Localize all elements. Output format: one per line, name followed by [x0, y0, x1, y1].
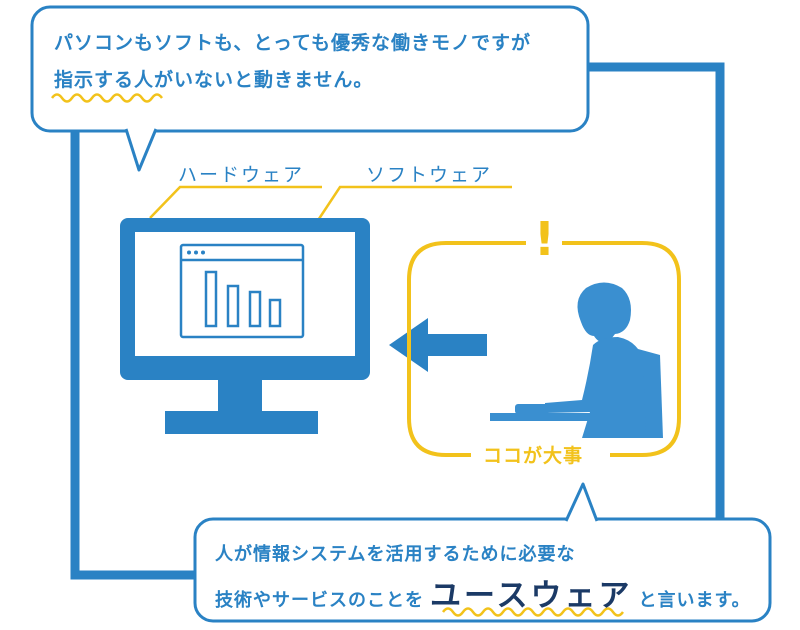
- top-bubble-tail: [124, 128, 158, 172]
- bottom-line2-before: 技術やサービスのことを: [215, 590, 424, 611]
- wavy-underline-top: [50, 93, 164, 103]
- wavy-underline-bottom: [441, 607, 625, 617]
- monitor-icon: [120, 218, 370, 434]
- top-bubble-line2: 指示する人がいないと動きません。: [54, 69, 374, 91]
- hardware-callout-line: [149, 185, 322, 219]
- bottom-line2-after: と言います。: [638, 590, 751, 611]
- bottom-bubble-line2: 技術やサービスのことをユースウェアと言います。: [215, 579, 751, 618]
- connector-frame: [70, 62, 725, 580]
- bottom-bubble-line1: 人が情報システムを活用するために必要な: [215, 544, 576, 565]
- hardware-label: ハードウェア: [178, 164, 305, 186]
- usware-keyword: ユースウェア: [430, 578, 633, 614]
- bottom-speech-bubble: [193, 517, 772, 623]
- top-bubble-line1: パソコンもソフトも、とっても優秀な働きモノですが: [54, 32, 531, 54]
- person-at-desk-icon: [490, 282, 663, 438]
- bottom-bubble-tail: [564, 482, 599, 522]
- exclamation-mark: !: [534, 212, 555, 266]
- top-speech-bubble: [30, 5, 590, 133]
- arrow-left-icon: [389, 318, 487, 372]
- focus-frame: [407, 241, 681, 457]
- software-window-icon: [179, 243, 305, 339]
- software-label: ソフトウェア: [366, 164, 493, 186]
- focus-caption: ココが大事: [483, 445, 584, 467]
